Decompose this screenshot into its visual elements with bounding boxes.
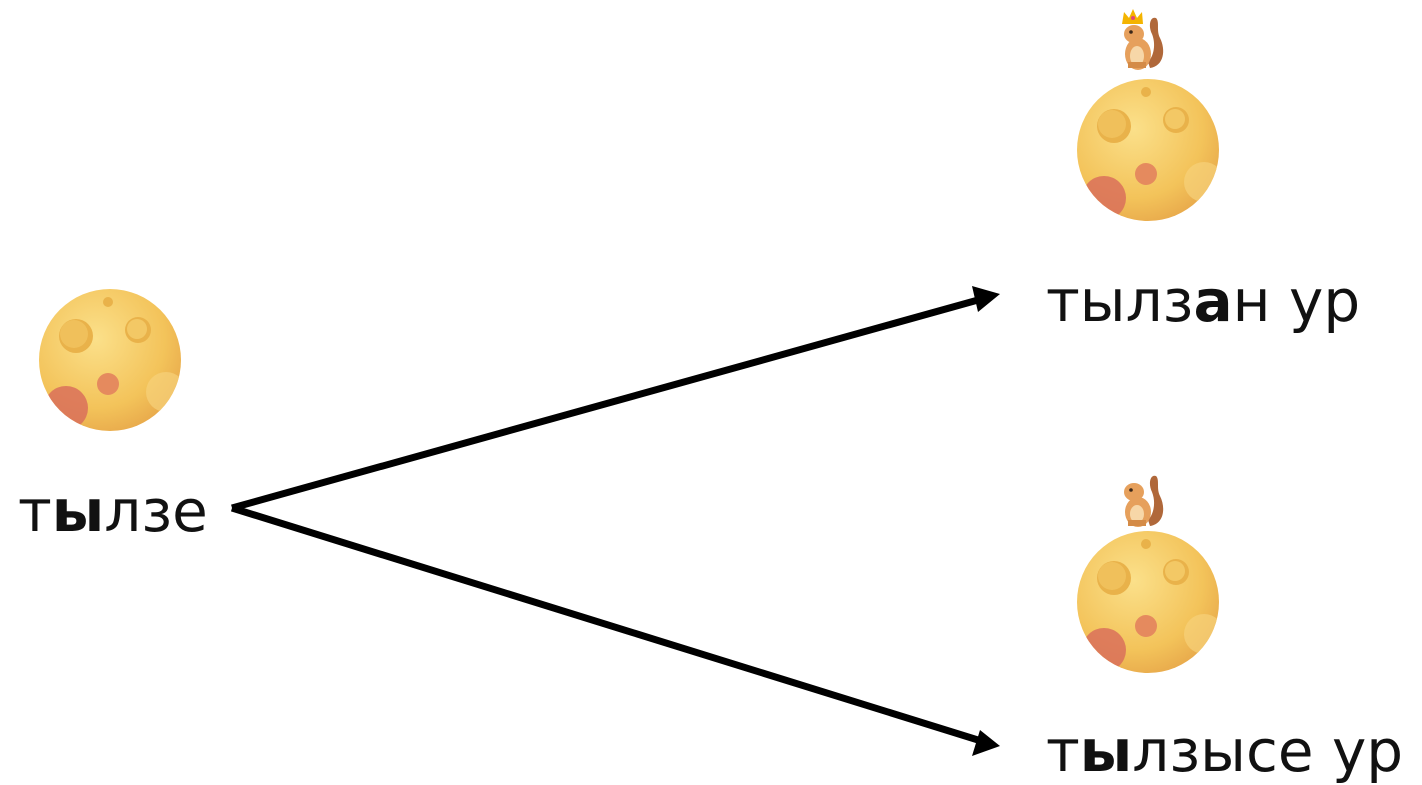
source-word-label: тылзе [18,482,208,540]
bottom-word-label: тылзысе ур [1046,722,1403,780]
bottom-label-part: ы [1079,717,1133,785]
source-label-part: т [18,477,52,545]
arrow-to-bottom [230,504,1000,756]
moon-icon [1077,79,1219,221]
moon-icon [1077,531,1219,673]
source-label-part: ы [51,477,105,545]
top-word-label: тылзан ур [1046,272,1360,330]
source-label-part: лзе [104,477,208,545]
squirrel-icon [1124,475,1164,527]
bottom-label-part: лзысе ур [1132,717,1404,785]
top-label-part: тылз [1046,267,1194,335]
moon-icon [39,289,181,431]
squirrel-icon [1122,9,1164,70]
top-label-part: а [1193,267,1233,335]
bottom-label-part: т [1046,717,1080,785]
crown-icon [1122,9,1143,24]
arrow-to-top [231,286,1000,512]
top-label-part: н ур [1232,267,1361,335]
